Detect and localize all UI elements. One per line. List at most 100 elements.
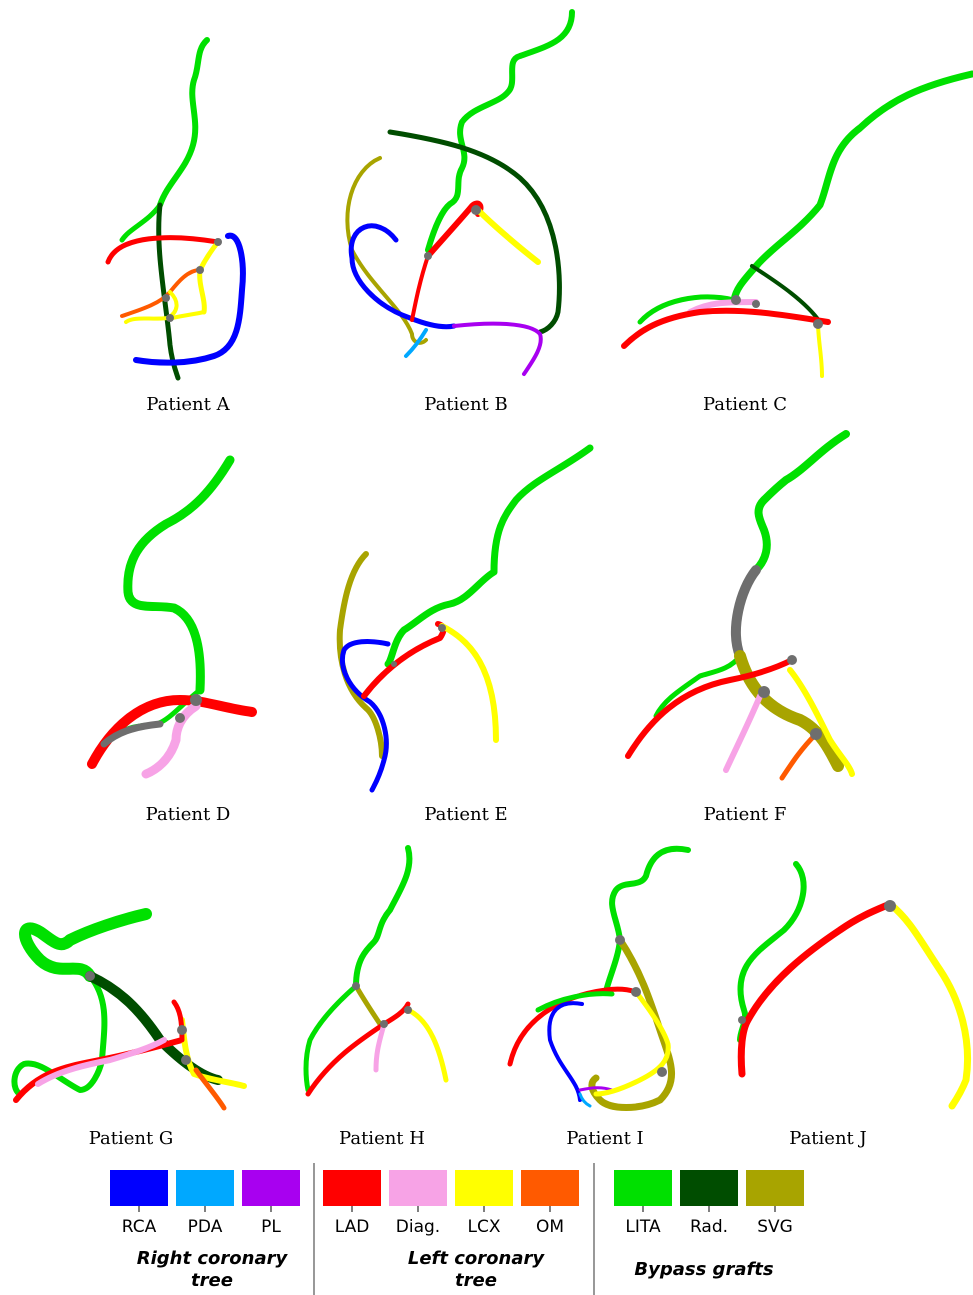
panel-label-f: Patient F	[704, 804, 787, 825]
legend-label-pda: PDA	[188, 1217, 223, 1237]
e-lcx	[442, 626, 496, 740]
j-lad	[741, 904, 890, 1074]
f-om	[782, 734, 816, 778]
legend-group-subtitle-0: tree	[191, 1270, 233, 1291]
panel-label-h: Patient H	[339, 1128, 425, 1149]
f-diag	[726, 696, 760, 770]
b-lita-graft	[428, 12, 572, 250]
a-lita-branch	[122, 205, 160, 240]
legend-label-rca: RCA	[122, 1217, 157, 1237]
legend-label-lcx: LCX	[468, 1217, 501, 1237]
j-lcx	[890, 904, 968, 1106]
legend-group-title-0: Right coronary	[137, 1248, 289, 1269]
b-pl	[454, 324, 541, 374]
legend-label-pl: PL	[261, 1217, 281, 1237]
d-junction-1	[190, 694, 202, 706]
panel-label-d: Patient D	[146, 804, 231, 825]
h-lita-branch	[306, 986, 356, 1090]
j-junction-2	[738, 1016, 746, 1024]
e-junction-2	[438, 624, 446, 632]
i-pda	[580, 1094, 590, 1106]
legend-label-diag: Diag.	[396, 1217, 440, 1237]
j-junction-1	[884, 900, 896, 912]
a-lad	[108, 238, 218, 262]
c-junction-3	[752, 300, 760, 308]
panel-label-b: Patient B	[424, 394, 507, 415]
a-lita-graft	[160, 40, 207, 205]
c-lcx	[818, 322, 822, 376]
legend-swatch-rad	[680, 1170, 738, 1206]
d-junction-2	[175, 713, 185, 723]
g-radial-graft	[90, 976, 218, 1080]
b-lcx	[478, 210, 538, 262]
i-rca	[549, 1003, 582, 1100]
h-junction-2	[380, 1020, 388, 1028]
f-junction-3	[810, 728, 822, 740]
legend-group-title-1: Left coronary	[408, 1248, 545, 1269]
panel-label-j: Patient J	[789, 1128, 866, 1149]
legend-label-om: OM	[536, 1217, 564, 1237]
e-lita-graft	[388, 448, 590, 664]
h-svg-graft	[356, 986, 380, 1024]
a-junction-3	[162, 294, 170, 302]
legend-label-svg: SVG	[757, 1217, 793, 1237]
legend-label-lita: LITA	[625, 1217, 661, 1237]
i-lcx	[596, 992, 668, 1094]
legend: RCAPDAPLRight coronarytreeLADDiag.LCXOML…	[0, 1155, 973, 1295]
h-junction-1	[352, 982, 360, 990]
legend-swatch-lad	[323, 1170, 381, 1206]
a-rca	[136, 236, 243, 363]
a-lcx	[200, 242, 218, 312]
g-junction-3	[181, 1055, 191, 1065]
a-junction-4	[166, 314, 174, 322]
panel-label-a: Patient A	[146, 394, 229, 415]
i-junction-3	[657, 1067, 667, 1077]
c-junction-2	[813, 319, 823, 329]
legend-swatch-om	[521, 1170, 579, 1206]
legend-swatch-pl	[242, 1170, 300, 1206]
g-junction-1	[177, 1025, 187, 1035]
g-lita-graft	[25, 914, 146, 976]
b-lad-lower	[412, 256, 428, 320]
b-junction-2	[471, 205, 481, 215]
i-lad	[510, 989, 636, 1064]
c-lita-graft	[734, 74, 972, 300]
legend-swatch-lcx	[455, 1170, 513, 1206]
i-junction-1	[615, 935, 625, 945]
e-svg-graft	[340, 554, 382, 756]
c-lad	[624, 311, 828, 346]
e-junction-1	[391, 661, 397, 667]
a-lcx-joint	[172, 312, 204, 318]
f-lita-graft	[756, 434, 846, 570]
panel-label-e: Patient E	[424, 804, 507, 825]
legend-swatch-rca	[110, 1170, 168, 1206]
a-junction-2	[196, 266, 204, 274]
panel-label-c: Patient C	[703, 394, 787, 415]
legend-swatch-lita	[614, 1170, 672, 1206]
b-junction-1	[424, 252, 432, 260]
f-junction-2	[758, 686, 770, 698]
legend-group-title-2: Bypass grafts	[634, 1259, 774, 1280]
i-junction-2	[631, 987, 641, 997]
panel-label-g: Patient G	[89, 1128, 174, 1149]
legend-swatch-pda	[176, 1170, 234, 1206]
f-junction-1	[787, 655, 797, 665]
h-junction-3	[404, 1006, 412, 1014]
i-lita-graft	[606, 849, 688, 992]
d-lita-graft	[128, 460, 230, 690]
f-junction-seg	[736, 570, 756, 656]
h-lita-graft	[356, 848, 409, 986]
e-rca	[342, 642, 388, 790]
legend-label-lad: LAD	[335, 1217, 370, 1237]
panel-label-i: Patient I	[566, 1128, 643, 1149]
legend-swatch-diag	[389, 1170, 447, 1206]
c-junction-1	[731, 295, 741, 305]
legend-group-subtitle-1: tree	[455, 1270, 497, 1291]
h-lcx	[408, 1010, 446, 1080]
legend-label-rad: Rad.	[690, 1217, 728, 1237]
legend-swatch-svg	[746, 1170, 804, 1206]
a-junction-1	[214, 238, 222, 246]
g-junction-2	[85, 971, 95, 981]
